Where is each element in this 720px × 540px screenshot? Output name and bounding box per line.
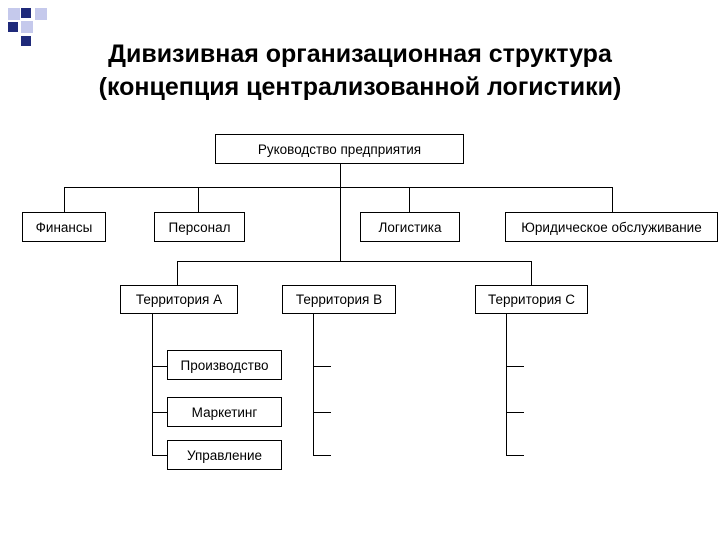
connector-territory-c-slot-3 — [506, 455, 524, 456]
node-territory-c-label: Территория С — [488, 292, 575, 307]
connector-root-to-territories — [340, 187, 341, 261]
connector-root-down — [340, 163, 341, 187]
connector-territory-c-slot-1 — [506, 366, 524, 367]
connector-territory-b-stem — [313, 312, 314, 456]
corner-decor-square-light — [21, 21, 33, 33]
connector-territory-b-slot-3 — [313, 455, 331, 456]
node-management: Управление — [167, 440, 282, 470]
node-logistics-label: Логистика — [378, 219, 442, 235]
corner-decor-square-navy — [21, 8, 31, 18]
connector-territory-a-stem — [152, 312, 153, 456]
connector-territory-c-slot-2 — [506, 412, 524, 413]
connector-finance — [64, 187, 65, 213]
node-root-label: Руководство предприятия — [257, 141, 422, 157]
node-legal-label: Юридическое обслуживание — [521, 219, 702, 235]
connector-territory-b-slot-1 — [313, 366, 331, 367]
connector-personnel — [198, 187, 199, 213]
corner-decor-square-navy — [21, 36, 31, 46]
connector-territory-c-stem — [506, 312, 507, 456]
connector-legal — [612, 187, 613, 213]
node-personnel-label: Персонал — [168, 219, 231, 235]
title-line-1: Дивизивная организационная структура — [108, 40, 612, 68]
connector-production — [152, 366, 168, 367]
connector-territory-b-slot-2 — [313, 412, 331, 413]
node-legal: Юридическое обслуживание — [505, 212, 718, 242]
node-territory-a-label: Территория А — [135, 292, 223, 307]
node-management-label: Управление — [186, 447, 263, 463]
corner-decor-square-light — [35, 8, 47, 20]
node-finance-label: Финансы — [35, 219, 93, 235]
connector-territory-c — [531, 261, 532, 286]
node-marketing-label: Маркетинг — [191, 404, 258, 420]
node-marketing: Маркетинг — [167, 397, 282, 427]
node-finance: Финансы — [22, 212, 106, 242]
node-territory-a: Территория А — [120, 285, 238, 314]
connector-territory-a — [177, 261, 178, 286]
page-title: Дивизивная организационная структура (ко… — [0, 38, 720, 104]
node-personnel: Персонал — [154, 212, 245, 242]
node-production: Производство — [167, 350, 282, 380]
corner-decor-square-navy — [8, 22, 18, 32]
node-territory-c: Территория С — [475, 285, 588, 314]
node-logistics: Логистика — [360, 212, 460, 242]
connector-level2-bus — [177, 261, 532, 262]
corner-decor-square-light — [8, 8, 20, 20]
node-territory-b-label: Территория В — [295, 292, 383, 307]
node-production-label: Производство — [180, 357, 269, 373]
connector-level1-bus — [64, 187, 613, 188]
node-root: Руководство предприятия — [215, 134, 464, 164]
connector-marketing — [152, 412, 168, 413]
title-line-2: (концепция централизованной логистики) — [98, 73, 622, 101]
node-territory-b: Территория В — [282, 285, 396, 314]
connector-logistics — [409, 187, 410, 213]
connector-management — [152, 455, 168, 456]
